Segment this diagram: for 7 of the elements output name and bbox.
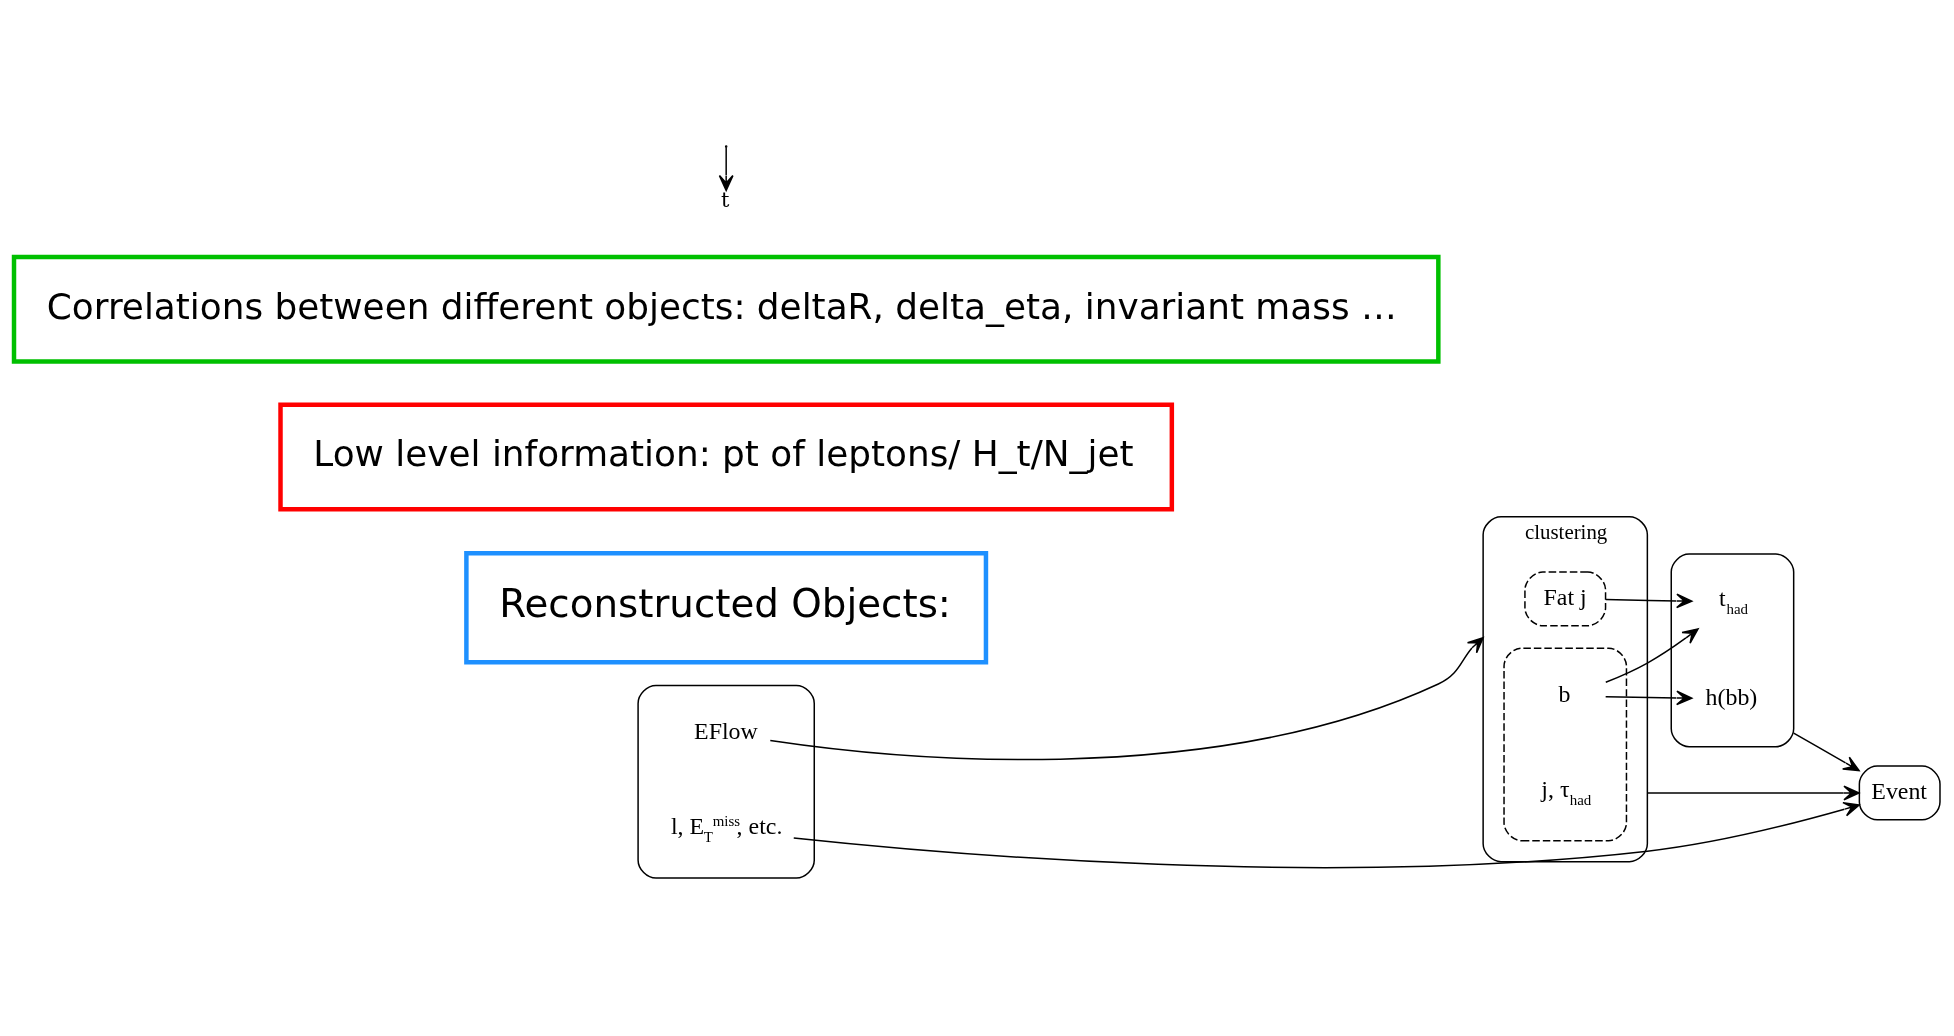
node-text: EFlow — [694, 717, 758, 744]
node-text: j, τ$_{had}$ — [1541, 776, 1592, 809]
node-text: b — [1558, 680, 1571, 707]
node-text: h(bb) — [1705, 683, 1758, 710]
node-text: l, E$_{T}$$^{miss}$, etc. — [670, 813, 783, 846]
node-text: t — [720, 188, 730, 213]
node-text: t$_{had}$ — [1719, 585, 1749, 618]
